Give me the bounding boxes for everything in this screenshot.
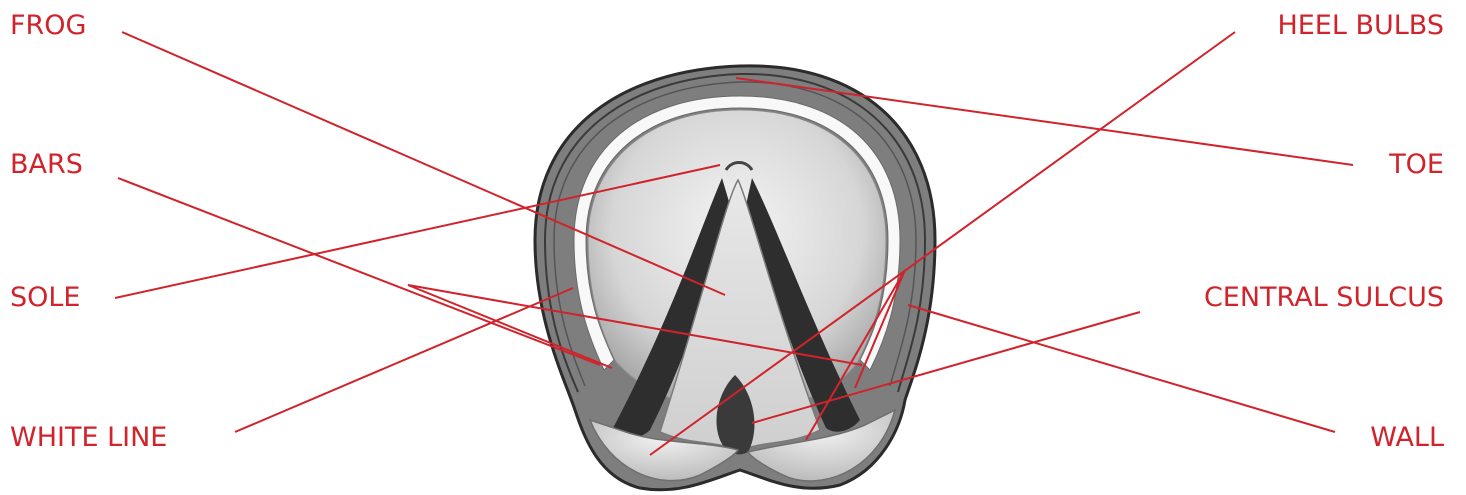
leader-line-bars-1 [118,178,600,365]
label-central-sulcus: CENTRAL SULCUS [1204,282,1444,314]
label-frog: FROG [10,10,86,42]
leader-line-wall-1 [908,305,1335,432]
label-sole: SOLE [10,282,81,314]
label-heel-bulbs: HEEL BULBS [1277,10,1444,42]
leader-line-white-line [235,288,573,432]
label-wall: WALL [1370,422,1444,454]
hoof-illustration [535,66,935,490]
label-toe: TOE [1389,149,1444,181]
label-white-line: WHITE LINE [10,422,167,454]
label-bars: BARS [10,149,83,181]
